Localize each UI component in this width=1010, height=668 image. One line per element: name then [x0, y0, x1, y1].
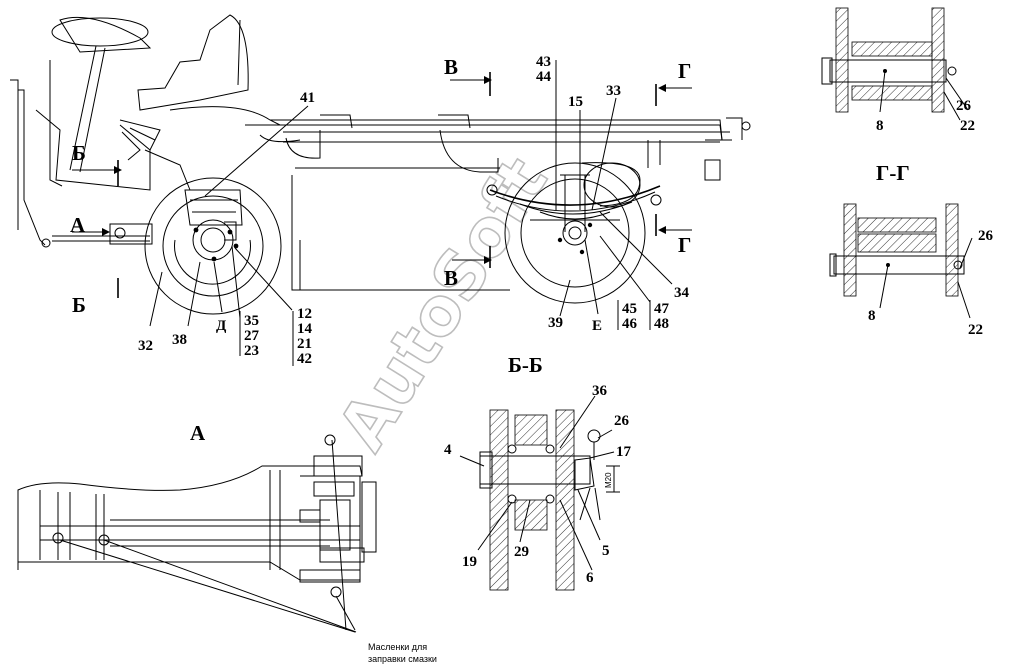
bb-callout-29: 29 [514, 544, 529, 560]
callout-33: 33 [606, 83, 621, 99]
lubrication-note-line1: Масленки для [368, 642, 427, 652]
lubrication-note-line2: заправки смазки [368, 654, 437, 664]
bb-callout-17: 17 [616, 444, 632, 460]
bb-callout-5: 5 [602, 543, 610, 559]
tr-callout-26: 26 [956, 98, 972, 114]
dim-m20: M20 [604, 472, 613, 488]
gg-callout-26: 26 [978, 228, 994, 244]
bb-callout-36: 36 [592, 383, 608, 399]
callout-d: Д [216, 318, 227, 334]
callout-47: 47 [654, 301, 670, 317]
bb-callout-19: 19 [462, 554, 477, 570]
callout-41: 41 [300, 90, 315, 106]
top-right-section: 8 26 22 [821, 7, 975, 134]
bb-callout-26: 26 [614, 413, 630, 429]
leader-lines-main [149, 60, 673, 366]
tr-callout-8: 8 [876, 118, 884, 134]
callout-48: 48 [654, 316, 669, 332]
tr-callout-22: 22 [960, 118, 975, 134]
callout-21: 21 [297, 336, 312, 352]
view-a: А Масленки для заправки смазки [17, 421, 437, 664]
rear-wheel [486, 162, 662, 304]
bb-callout-6: 6 [586, 570, 594, 586]
section-bb-title: Б-Б [508, 353, 543, 377]
callout-23: 23 [244, 343, 259, 359]
callout-e: Е [592, 318, 602, 334]
gg-callout-8: 8 [868, 308, 876, 324]
callout-39: 39 [548, 315, 563, 331]
gg-callout-22: 22 [968, 322, 983, 338]
callout-45: 45 [622, 301, 637, 317]
cab-outline [10, 14, 281, 248]
callout-43: 43 [536, 54, 551, 70]
callout-32: 32 [138, 338, 153, 354]
section-gg-title: Г-Г [876, 161, 910, 185]
callout-27: 27 [244, 328, 260, 344]
marker-a: А [70, 213, 86, 237]
callout-38: 38 [172, 332, 187, 348]
marker-g-top: Г [678, 59, 691, 83]
marker-v-top: В [444, 55, 458, 79]
marker-g-bottom: Г [678, 233, 691, 257]
callout-14: 14 [297, 321, 313, 337]
callout-46: 46 [622, 316, 638, 332]
section-markers-main [72, 72, 692, 298]
front-wheel [144, 177, 282, 315]
marker-b-bottom: Б [72, 293, 86, 317]
section-gg: Г-Г 26 8 22 [829, 161, 994, 338]
main-side-view: Б А Б В В Г Г 41 32 38 [10, 14, 751, 367]
marker-v-bottom: В [444, 266, 458, 290]
section-bb: Б-Б M20 36 26 17 4 19 29 5 6 [444, 353, 632, 591]
chassis-frame [245, 114, 751, 291]
callout-15: 15 [568, 94, 583, 110]
callout-42: 42 [297, 351, 312, 367]
callout-34: 34 [674, 285, 690, 301]
marker-b-top: Б [72, 141, 86, 165]
callout-35: 35 [244, 313, 259, 329]
tow-bar [52, 223, 153, 245]
view-a-title: А [190, 421, 206, 445]
callout-44: 44 [536, 69, 552, 85]
callout-12: 12 [297, 306, 312, 322]
bb-callout-4: 4 [444, 442, 452, 458]
